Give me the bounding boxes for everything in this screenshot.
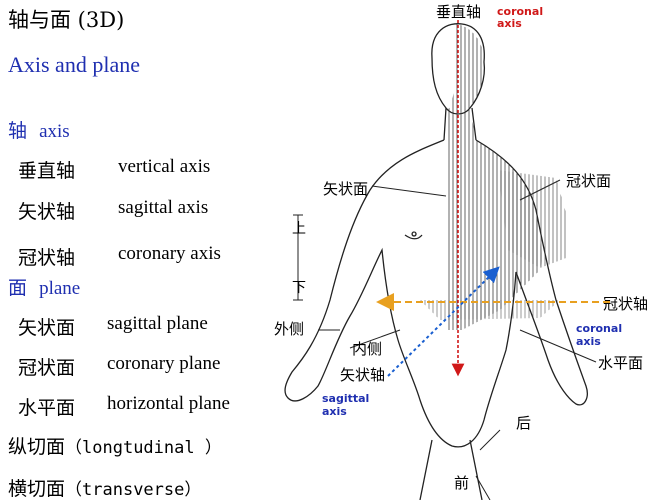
axis-vertical-en: vertical axis: [118, 156, 211, 177]
transverse-en: （transverse）: [65, 480, 202, 500]
transverse-cn: 横切面: [8, 478, 66, 500]
slide-title: 轴与面 (3D): [8, 8, 125, 32]
plane-sagittal-en: sagittal plane: [107, 313, 208, 334]
plane-section-heading: 面 plane: [8, 273, 80, 300]
label-down: 下: [292, 280, 306, 296]
plane-section-cn: 面: [8, 277, 28, 299]
axis-coronary-cn: 冠状轴: [18, 247, 76, 269]
axis-coronary-en: coronary axis: [118, 243, 221, 264]
sagittal-axis-line: [387, 266, 500, 377]
longitudinal-en: （longtudinal ）: [65, 438, 222, 458]
label-horizontal-plane: 水平面: [598, 354, 643, 372]
plane-horizontal-en: horizontal plane: [107, 393, 230, 414]
plane-sagittal-cn: 矢状面: [18, 317, 76, 339]
label-posterior: 后: [516, 414, 531, 432]
label-coronal-axis-cn: 冠状轴: [603, 295, 648, 313]
leader-lines: [318, 179, 597, 500]
plane-section-en: plane: [39, 278, 81, 299]
label-lateral: 外侧: [274, 320, 304, 338]
label-vertical-axis: 垂直轴: [436, 3, 481, 21]
axis-vertical-cn: 垂直轴: [18, 160, 76, 182]
plane-coronary-cn: 冠状面: [18, 357, 76, 379]
axis-section-cn: 轴: [8, 120, 28, 142]
slide-subtitle: Axis and plane: [8, 52, 140, 77]
label-medial: 内侧: [352, 340, 382, 358]
longitudinal-cn: 纵切面: [8, 436, 66, 458]
axis-sagittal-cn: 矢状轴: [18, 201, 76, 223]
axis-section-en: axis: [39, 121, 70, 142]
longitudinal-section: 纵切面（longtudinal ）: [8, 432, 222, 459]
plane-horizontal-cn: 水平面: [18, 397, 76, 419]
label-up: 上: [292, 221, 306, 237]
transverse-section: 横切面（transverse）: [8, 474, 201, 501]
label-coronal-plane: 冠状面: [566, 172, 611, 190]
horizontal-plane-shade: [420, 300, 560, 320]
coronal-plane-shade: [498, 170, 568, 268]
label-sagittal-axis-cn: 矢状轴: [340, 366, 385, 384]
up-down-scale: [293, 214, 303, 301]
axis-section-heading: 轴 axis: [8, 116, 70, 143]
label-anterior: 前: [454, 474, 469, 492]
axis-sagittal-en: sagittal axis: [118, 197, 209, 218]
plane-coronary-en: coronary plane: [107, 353, 221, 374]
label-sagittal-plane: 矢状面: [323, 180, 368, 198]
